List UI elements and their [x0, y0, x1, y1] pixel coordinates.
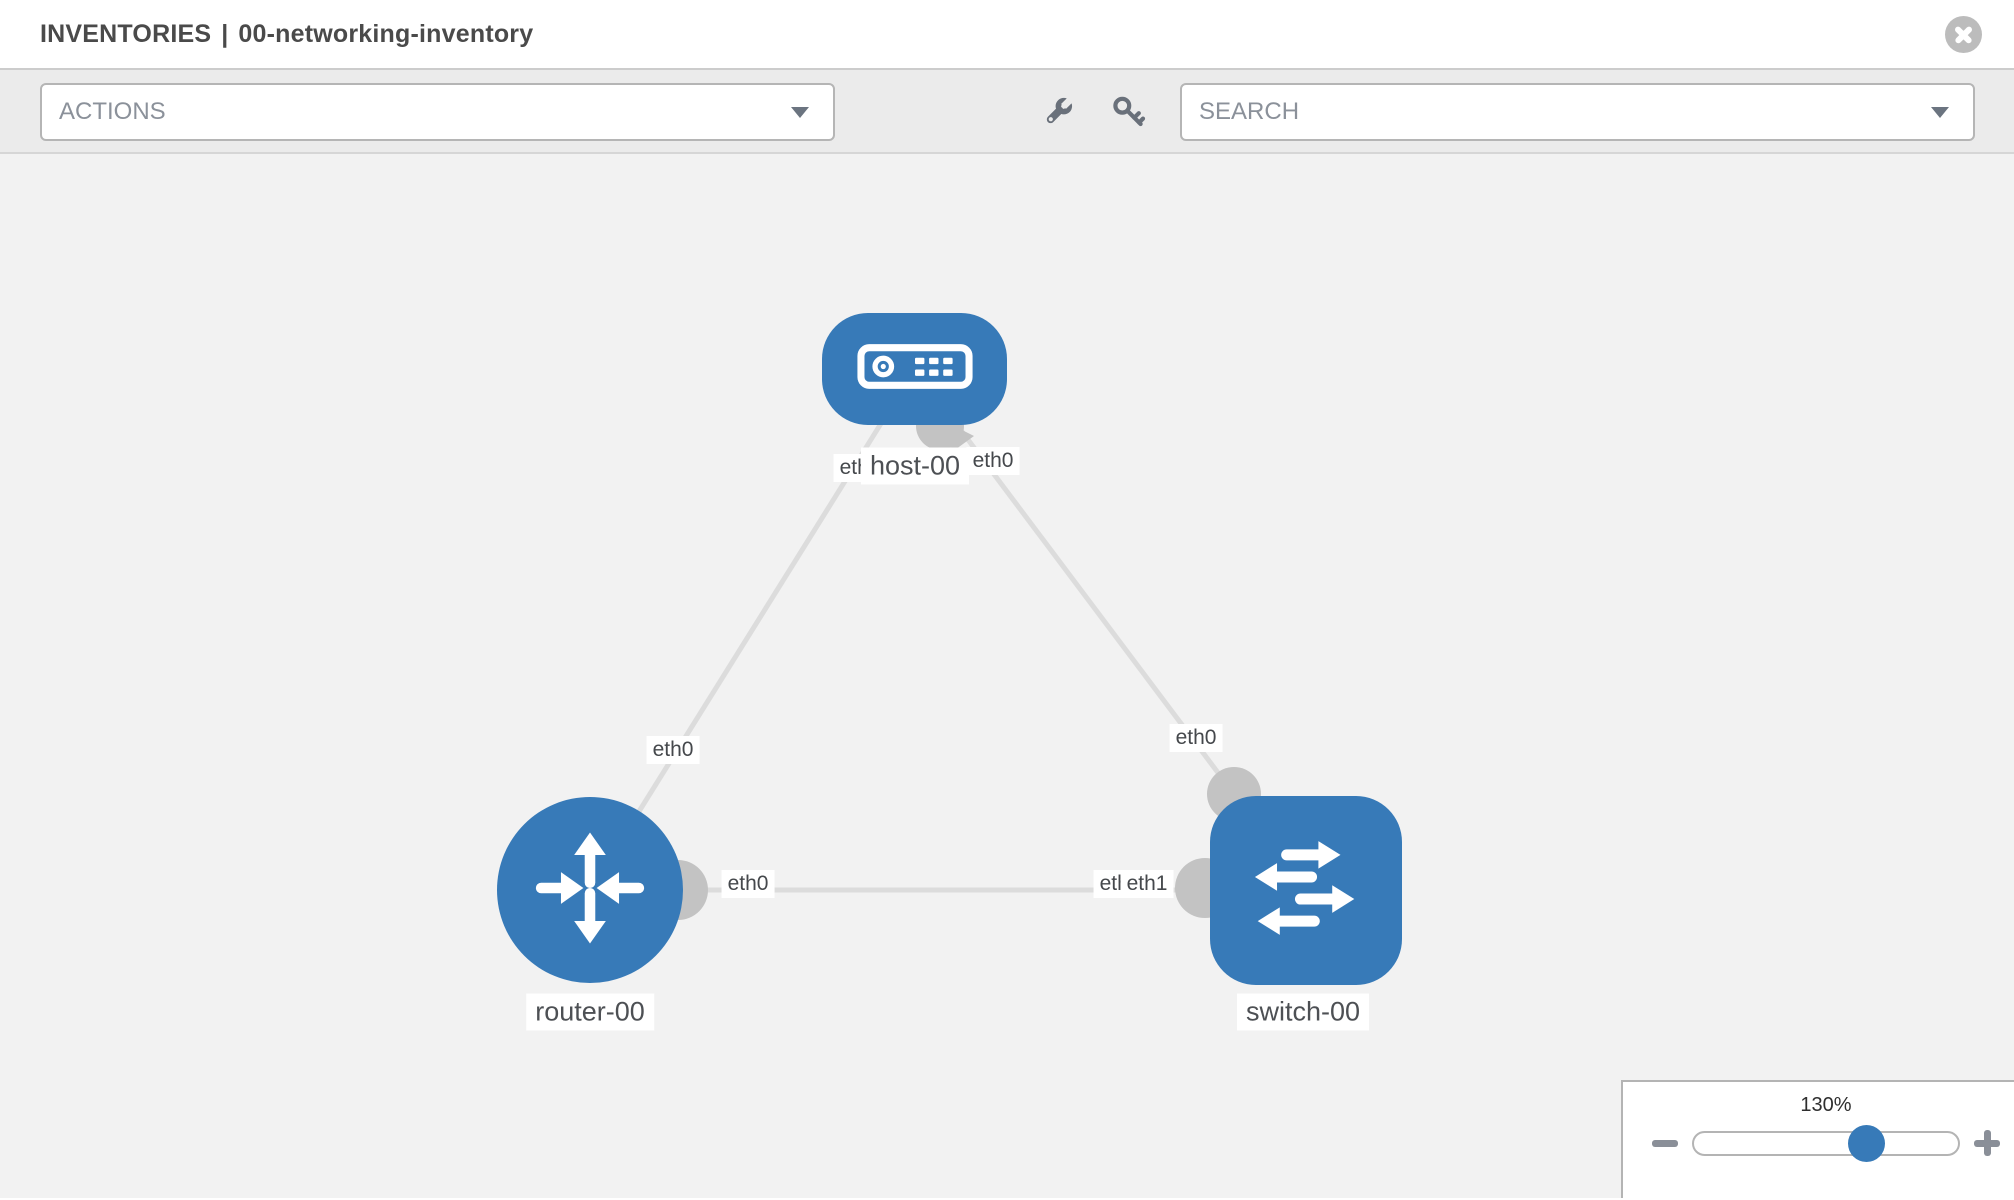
- toolbar-icons: [1040, 70, 1146, 154]
- chevron-down-icon: [791, 106, 809, 118]
- links-layer: [587, 367, 1308, 920]
- zoom-control-panel: 130%: [1621, 1080, 2014, 1198]
- interface-label-switch-eth0-top: eth0: [1169, 724, 1223, 752]
- title-separator: |: [221, 19, 229, 48]
- node-host-00[interactable]: [822, 313, 1007, 425]
- host-icon: [856, 343, 974, 395]
- node-router-00[interactable]: [497, 797, 683, 983]
- interface-label-host-eth0-right: eth0: [966, 447, 1020, 475]
- zoom-slider[interactable]: [1692, 1125, 1960, 1162]
- node-label-router[interactable]: router-00: [526, 993, 654, 1031]
- node-label-switch[interactable]: switch-00: [1236, 993, 1370, 1031]
- zoom-slider-thumb[interactable]: [1848, 1125, 1885, 1162]
- chevron-down-icon: [1931, 106, 1949, 118]
- wrench-icon[interactable]: [1040, 94, 1076, 130]
- interface-label-router-eth0-top: eth0: [646, 736, 700, 764]
- minus-icon: [1652, 1140, 1678, 1147]
- interface-label-switch-eth1-left: eth1: [1120, 870, 1174, 898]
- close-button[interactable]: [1945, 16, 1982, 53]
- page-title: INVENTORIES | 00-networking-inventory: [40, 20, 533, 49]
- key-icon[interactable]: [1110, 94, 1146, 130]
- search-dropdown-label: SEARCH: [1199, 98, 1300, 125]
- search-dropdown[interactable]: SEARCH: [1180, 83, 1975, 141]
- node-switch-00[interactable]: [1210, 796, 1402, 985]
- router-icon: [524, 822, 656, 959]
- switch-icon: [1237, 819, 1375, 962]
- actions-dropdown-label: ACTIONS: [59, 98, 166, 125]
- close-icon: [1945, 16, 1982, 53]
- interface-label-router-eth0-right: eth0: [721, 870, 775, 898]
- actions-dropdown[interactable]: ACTIONS: [40, 83, 835, 141]
- header-section: INVENTORIES: [40, 19, 212, 48]
- toolbar: ACTIONS: [0, 70, 2014, 154]
- header-inventory-name: 00-networking-inventory: [238, 19, 534, 48]
- node-label-host[interactable]: host-00: [860, 447, 970, 485]
- zoom-out-button[interactable]: [1651, 1130, 1679, 1156]
- zoom-in-button[interactable]: [1973, 1130, 2001, 1156]
- topology-canvas[interactable]: host-00 router-00 switch-00 eth0 eth0 et…: [0, 154, 2014, 1198]
- zoom-level-label: 130%: [1800, 1094, 1852, 1116]
- header: INVENTORIES | 00-networking-inventory: [0, 0, 2014, 70]
- link-arrowhead: [946, 422, 974, 452]
